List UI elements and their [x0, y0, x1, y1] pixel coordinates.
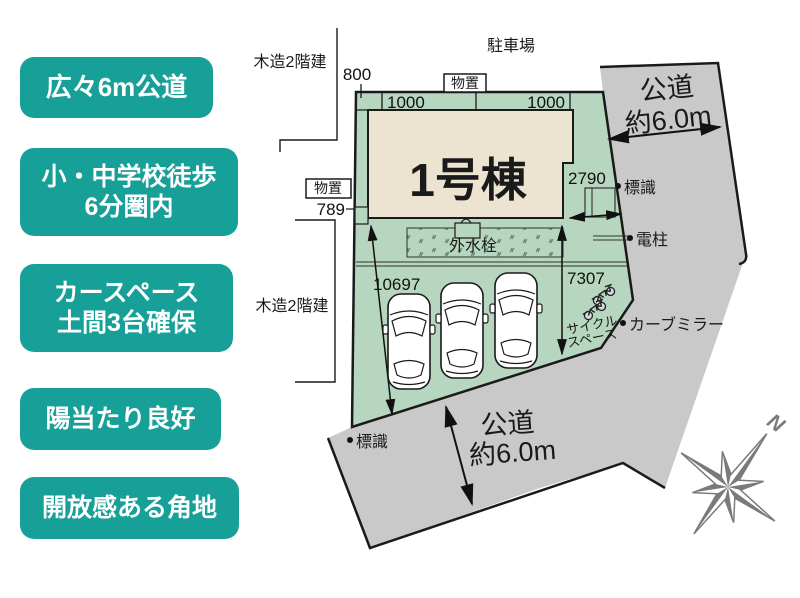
road-right-width-arrow: [606, 122, 723, 144]
road-bottom-width-arrow: [444, 404, 474, 507]
curve-mirror-dot: [620, 320, 626, 326]
dim-1000-right: 1000: [527, 93, 565, 112]
neighbour-bracket-top: [279, 28, 338, 152]
sign-dot-bottom: [347, 437, 353, 443]
feature-badge-carspace: カースペース 土間3台確保: [20, 264, 233, 352]
feature-badge-schools: 小・中学校徒歩 6分圏内: [20, 148, 238, 236]
badge-text: 土間3台確保: [57, 309, 196, 337]
badge-text: 6分圏内: [84, 193, 174, 221]
storage-label-box-left: [305, 178, 352, 199]
parking-boundary-lines: [356, 261, 627, 267]
sign-label-bottom: 標識: [356, 433, 388, 451]
building-label: 1号棟: [409, 154, 528, 206]
badge-text: カースペース: [53, 278, 200, 307]
dim-arrow-10697: [367, 224, 396, 416]
outdoor-faucet-label: 外水栓: [449, 237, 497, 255]
road-border-bottom: [326, 437, 666, 550]
svg-text:公道: 公道: [638, 71, 695, 106]
storage-label-box-top: [443, 73, 487, 93]
parking-lot-label: 駐車場: [487, 37, 535, 55]
storage-shed: [354, 206, 369, 225]
badge-text: 広々6m公道: [45, 71, 188, 102]
dim-10697: 10697: [373, 275, 420, 294]
road-bottom-label: 公道 約6.0m: [468, 407, 557, 471]
badge-text: 開放感ある角地: [41, 493, 217, 522]
car-icon-3: [489, 272, 543, 369]
utility-pole-label: 電柱: [636, 231, 668, 249]
dim-7307: 7307: [567, 269, 605, 288]
badge-text: 小・中学校徒歩: [41, 162, 217, 191]
outdoor-faucet-box: [454, 222, 481, 239]
curve-mirror-label: カーブミラー: [629, 315, 724, 334]
dim-2790: 2790: [568, 169, 606, 188]
dim-800: 800: [343, 65, 371, 84]
dim-arrow-2790: [568, 210, 623, 222]
dim-789: 789: [317, 200, 345, 219]
wooden-label-left: 木造2階建: [256, 297, 329, 315]
svg-text:約6.0m: 約6.0m: [468, 435, 557, 471]
neighbour-bracket-left: [295, 219, 336, 383]
svg-text:公道: 公道: [480, 407, 536, 441]
wooden-label-top: 木造2階建: [254, 53, 327, 71]
sign-label-top: 標識: [624, 179, 656, 197]
feature-badge-corner-lot: 開放感ある角地: [20, 477, 239, 539]
utility-pole-dot: [627, 235, 633, 241]
sign-dot-top: [615, 183, 621, 189]
compass-north-label: N: [763, 410, 789, 438]
dim-1000-left: 1000: [387, 93, 425, 112]
car-icon-1: [382, 293, 436, 390]
badge-text: 陽当たり良好: [45, 404, 196, 433]
road-area: [328, 63, 746, 548]
feature-badge-road: 広々6m公道: [20, 57, 213, 118]
road-border-right: [599, 61, 748, 266]
eave-ticks: [356, 84, 571, 111]
planting-strip: [406, 227, 564, 258]
storage-label-top: 物置: [451, 75, 479, 91]
feature-badge-sunlight: 陽当たり良好: [20, 388, 221, 450]
storage-label-left: 物置: [314, 180, 342, 196]
car-icon-2: [435, 282, 489, 379]
